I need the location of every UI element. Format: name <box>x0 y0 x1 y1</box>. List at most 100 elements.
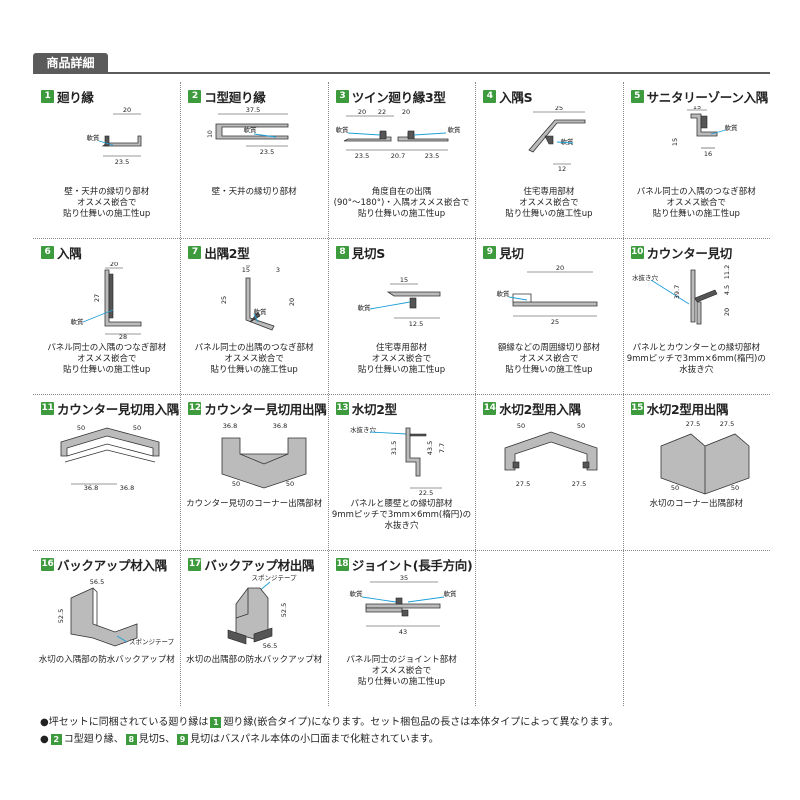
grid-divider-horizontal <box>33 238 770 239</box>
product-number-badge: 11 <box>41 402 54 415</box>
product-description: カウンター見切のコーナー出隅部材 <box>186 499 323 509</box>
product-description: パネルと腰壁との縁切部材 9mmピッチで3mm×6mm(楕円)の水抜き穴 <box>331 499 472 531</box>
svg-text:27.5: 27.5 <box>516 480 530 488</box>
product-number-badge: 4 <box>483 90 497 103</box>
svg-text:27: 27 <box>93 294 101 302</box>
svg-text:27.5: 27.5 <box>685 420 699 428</box>
note-line-1: ●坪セットに同梱されている廻り縁は 1 廻り縁(嵌合タイプ)になります。セット梱… <box>40 714 618 731</box>
product-number-badge: 2 <box>188 90 202 103</box>
svg-text:50: 50 <box>670 484 678 492</box>
svg-text:軟質: 軟質 <box>349 589 363 598</box>
product-name: 見切S <box>351 246 385 261</box>
svg-text:35: 35 <box>400 574 408 582</box>
product-name: カウンター見切用入隅 <box>57 402 180 417</box>
product-description: パネル同士の出隅のつなぎ部材 オスメス嵌合で 貼り仕舞いの施工性up <box>194 343 314 375</box>
note-1-suffix: 廻り縁(嵌合タイプ)になります。セット梱包品の長さは本体タイプによって異なります… <box>223 717 619 728</box>
svg-text:20: 20 <box>402 108 410 116</box>
product-name: 入隅S <box>499 90 533 105</box>
svg-text:水抜き穴: 水抜き穴 <box>632 273 659 282</box>
svg-text:4.5: 4.5 <box>723 285 731 295</box>
product-description: パネルとカウンターとの縁切部材 9mmピッチで3mm×6mm(楕円)の水抜き穴 <box>626 343 766 375</box>
svg-text:31.5: 31.5 <box>390 441 398 455</box>
svg-text:23.5: 23.5 <box>115 158 129 166</box>
svg-text:50: 50 <box>232 480 240 488</box>
svg-text:7.7: 7.7 <box>438 443 446 453</box>
svg-text:56.5: 56.5 <box>90 578 104 586</box>
product-name: カウンター見切 <box>646 246 733 261</box>
svg-text:11.2: 11.2 <box>723 265 731 279</box>
note-1-badge: 1 <box>210 717 222 728</box>
svg-text:37.5: 37.5 <box>246 106 260 114</box>
product-name: バックアップ材入隅 <box>57 558 167 573</box>
svg-text:39.7: 39.7 <box>673 285 681 299</box>
note-2-text-a: コ型廻り縁、 <box>63 734 124 745</box>
svg-text:水抜き穴: 水抜き穴 <box>350 425 377 434</box>
product-description: 水切のコーナー出隅部材 <box>649 499 744 509</box>
svg-text:36.8: 36.8 <box>273 422 287 430</box>
svg-text:23.5: 23.5 <box>425 152 439 160</box>
grid-divider-horizontal <box>33 550 770 551</box>
svg-text:15: 15 <box>671 138 679 146</box>
svg-text:軟質: 軟質 <box>254 307 268 316</box>
product-number-badge: 1 <box>41 90 54 103</box>
product-number-badge: 7 <box>188 246 202 259</box>
svg-text:50: 50 <box>133 424 141 432</box>
product-name: 水切2型 <box>351 402 397 417</box>
svg-text:50: 50 <box>517 422 525 430</box>
svg-text:10: 10 <box>207 130 214 138</box>
svg-text:20: 20 <box>110 262 118 268</box>
note-2-badge-a: 2 <box>50 734 62 745</box>
svg-text:20.7: 20.7 <box>391 152 405 160</box>
product-name: 廻り縁 <box>57 90 94 105</box>
svg-text:20: 20 <box>556 264 564 272</box>
svg-text:3: 3 <box>276 266 280 274</box>
svg-text:15: 15 <box>692 106 700 111</box>
svg-text:軟質: 軟質 <box>561 137 575 146</box>
note-2-prefix: ● <box>40 734 49 745</box>
svg-text:52.5: 52.5 <box>280 603 288 617</box>
product-number-badge: 17 <box>188 558 202 571</box>
product-name: 水切2型用入隅 <box>499 402 581 417</box>
svg-text:36.8: 36.8 <box>84 484 98 492</box>
svg-text:25: 25 <box>555 106 563 112</box>
svg-text:軟質: 軟質 <box>71 317 85 326</box>
product-name: サニタリーゾーン入隅 <box>646 90 769 105</box>
svg-text:56.5: 56.5 <box>263 642 277 650</box>
svg-text:20: 20 <box>288 298 296 306</box>
product-number-badge: 16 <box>41 558 54 571</box>
svg-text:20: 20 <box>123 106 131 114</box>
product-name: バックアップ材出隅 <box>204 558 315 573</box>
product-description: 水切の入隅部の防水バックアップ材 <box>38 655 175 665</box>
svg-text:軟質: 軟質 <box>447 125 461 134</box>
section-header-tab: 商品詳細 <box>33 53 108 73</box>
